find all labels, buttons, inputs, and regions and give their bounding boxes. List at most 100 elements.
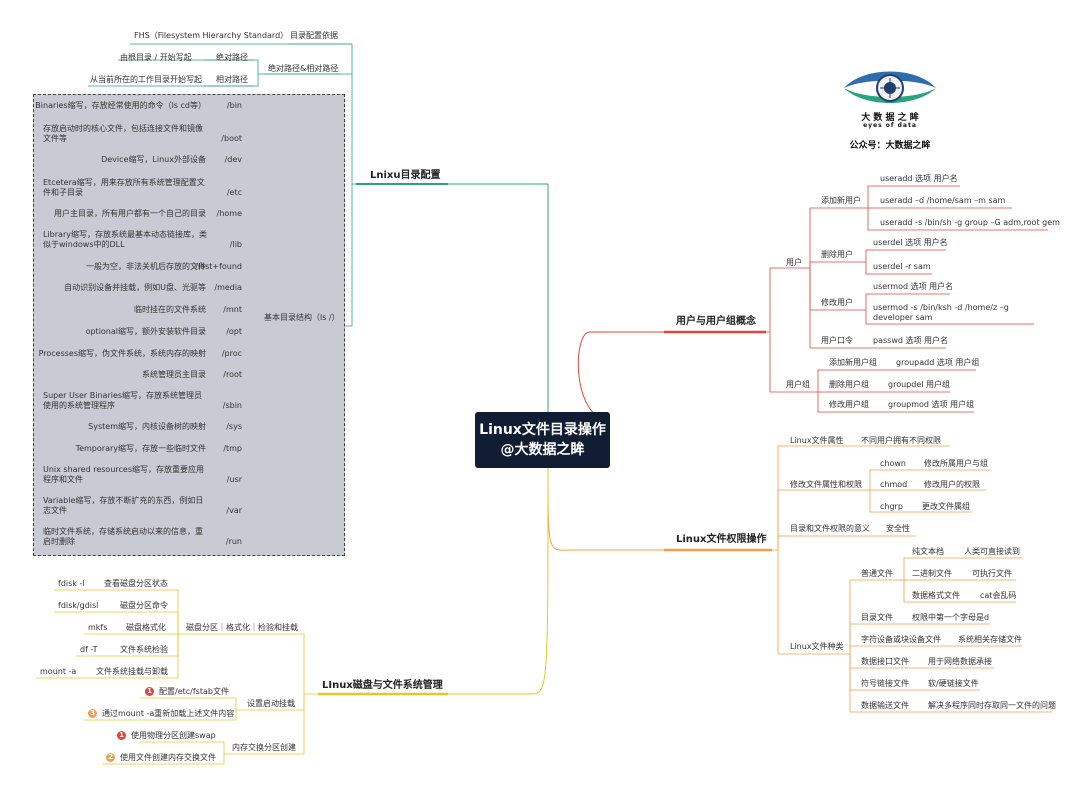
dir-item-name[interactable]: /sbin [222,401,242,410]
branch-disk-title[interactable]: LInux磁盘与文件系统管理 [322,680,443,691]
user-add-label[interactable]: 添加新用户 [821,196,861,205]
rel-path-desc: 从当前所在的工作目录开始写起 [90,75,202,84]
branch-perm-title[interactable]: Linux文件权限操作 [676,534,767,545]
dir-item-name[interactable]: /root [223,370,242,379]
dir-item-name[interactable]: /lost+found [195,262,242,271]
dir-item-name[interactable]: /sys [226,422,242,431]
branch-dir-title[interactable]: Lnixu目录配置 [370,170,441,181]
perm-attr-desc: 不同用户拥有不同权限 [861,436,941,445]
chmod-cmd: chmod [880,480,908,489]
dir-item-name[interactable]: /boot [221,134,242,143]
type-dev-desc: 系统相关存储文件 [958,635,1022,644]
group-del-cmd: groupdel 用户组 [888,380,950,389]
dir-item-desc: 一般为空，非法关机后存放的文件 [86,262,206,271]
dir-item-desc: 临时挂在的文件系统 [134,305,206,314]
dir-item-desc: Processes缩写，伪文件系统，系统内存的映射 [38,349,206,358]
central-topic-line2: @大数据之眸 [500,442,585,458]
df-cmd: df -T [80,645,98,654]
dir-item-name[interactable]: /tmp [223,444,242,453]
dir-structure-box [33,94,345,556]
user-del-cmd-1: userdel 选项 用户名 [873,238,948,247]
user-add-cmd-3: useradd -s /bin/sh -g group –G adm,root … [880,218,1060,227]
chown-cmd: chown [880,459,906,468]
type-dir-desc: 权限中第一个字母是d [912,613,990,622]
normal-file-label[interactable]: 普通文件 [861,569,893,578]
user-add-cmd-1: useradd 选项 用户名 [880,174,958,183]
dir-item-desc: Variable缩写，存放不断扩充的东西，例如日志文件 [43,496,204,515]
mount-desc: 文件系统挂载与卸载 [96,667,168,676]
dir-item-name[interactable]: /lib [229,240,242,249]
group-mod-cmd: groupmod 选项 用户组 [888,400,975,409]
eye-logo-icon [844,71,936,103]
users-label[interactable]: 用户 [786,258,802,267]
central-topic-line1: Linux文件目录操作 [479,422,606,438]
type-fifo-desc: 解决多程序同时存取同一文件的问题 [928,701,1056,710]
group-add-label[interactable]: 添加新用户组 [829,358,877,367]
dir-item-desc: 临时文件系统，存储系统启动以来的信息，重启时删除 [43,527,203,546]
normal-file-3-desc: cat会乱码 [980,591,1017,600]
user-del-label[interactable]: 删除用户 [821,250,853,259]
dir-item-name[interactable]: /dev [224,155,242,164]
boot-step-3: 通过mount -a重新加载上述文件内容 [102,709,235,718]
abs-path-desc: 由根目录 / 开始写起 [120,53,192,62]
abs-path-name[interactable]: 绝对路径 [216,53,248,62]
normal-file-1-desc: 人类可直接读到 [964,547,1020,556]
dir-item-name[interactable]: /usr [226,475,242,484]
dir-item-desc: 自动识别设备并挂载，例如U盘、光驱等 [64,283,206,292]
logo-account: 公众号：大数据之眸 [849,141,931,151]
type-link-name: 符号链接文件 [861,679,909,688]
type-dir-name: 目录文件 [861,613,893,622]
dir-item-name[interactable]: /opt [226,327,242,336]
type-link-desc: 软/硬链接文件 [928,679,979,688]
swap-step-2: 使用文件创建内存交换文件 [120,753,216,762]
dir-item-name[interactable]: /run [225,537,242,546]
dir-item-desc: 系统管理员主目录 [142,370,206,379]
user-pwd-label[interactable]: 用户口令 [821,336,853,345]
perm-types-label[interactable]: Linux文件种类 [790,642,844,651]
central-topic[interactable]: Linux文件目录操作 @大数据之眸 [475,412,610,468]
type-fifo-name: 数据输送文件 [861,701,909,710]
step-number-badge: 2 [106,753,115,762]
rel-path-name[interactable]: 相对路径 [216,75,248,84]
dir-item-name[interactable]: /proc [221,349,242,358]
perm-modify-label[interactable]: 修改文件属性和权限 [790,480,862,489]
group-del-label[interactable]: 删除用户组 [829,380,869,389]
fhs-label[interactable]: 目录配置依据 [290,31,338,40]
user-add-cmd-2: useradd –d /home/sam –m sam [880,196,1006,205]
dir-item-name[interactable]: /bin [226,101,242,110]
dir-item-desc: 用户主目录，所有用户都有一个自己的目录 [54,209,206,218]
dir-item-name[interactable]: /var [226,506,242,515]
chgrp-cmd: chgrp [880,502,903,511]
boot-mount-label[interactable]: 设置启动挂载 [247,699,295,708]
dir-item-desc: Binaries缩写，存放经常使用的命令（ls cd等） [35,101,206,110]
type-sock-name: 数据接口文件 [861,657,909,666]
dir-item-name[interactable]: /etc [226,188,242,197]
perm-attr-label[interactable]: Linux文件属性 [790,436,844,445]
dir-item-name[interactable]: /mnt [223,305,242,314]
group-mod-label[interactable]: 修改用户组 [829,400,869,409]
partition-label[interactable]: 磁盘分区｜格式化｜检验和挂载 [186,623,298,632]
group-add-cmd: groupadd 选项 用户组 [896,358,980,367]
step-number-badge: 3 [88,709,97,718]
fdisk-l-desc: 查看磁盘分区状态 [104,579,168,588]
groups-label[interactable]: 用户组 [786,380,810,389]
logo-en: eyes of data [863,122,917,129]
mkfs-cmd: mkfs [88,623,108,632]
user-mod-cmd-2: usermod -s /bin/ksh -d /home/z –g develo… [873,303,1009,322]
branch-user-title[interactable]: 用户与用户组概念 [676,316,756,327]
dir-item-name[interactable]: /media [214,283,242,292]
user-mod-label[interactable]: 修改用户 [821,298,853,307]
boot-step-1: 配置/etc/fstab文件 [159,687,229,696]
chgrp-desc: 更改文件属组 [922,502,970,511]
perm-meaning-label[interactable]: 目录和文件权限的意义 [790,524,870,533]
path-label[interactable]: 绝对路径&相对路径 [268,64,339,73]
fhs-desc: FHS（Filesystem Hierarchy Standard） [134,31,289,40]
swap-label[interactable]: 内存交换分区创建 [232,743,296,752]
step-number-badge: 1 [117,731,126,740]
dir-item-desc: Library缩写，存放系统最基本动态链接库，类似于windows中的DLL [43,230,207,249]
dir-item-name[interactable]: /home [216,209,242,218]
user-del-cmd-2: userdel -r sam [873,262,931,271]
chown-desc: 修改所属用户与组 [924,459,988,468]
type-sock-desc: 用于网络数据承接 [928,657,992,666]
basic-structure-label[interactable]: 基本目录结构（ls /） [264,313,340,322]
